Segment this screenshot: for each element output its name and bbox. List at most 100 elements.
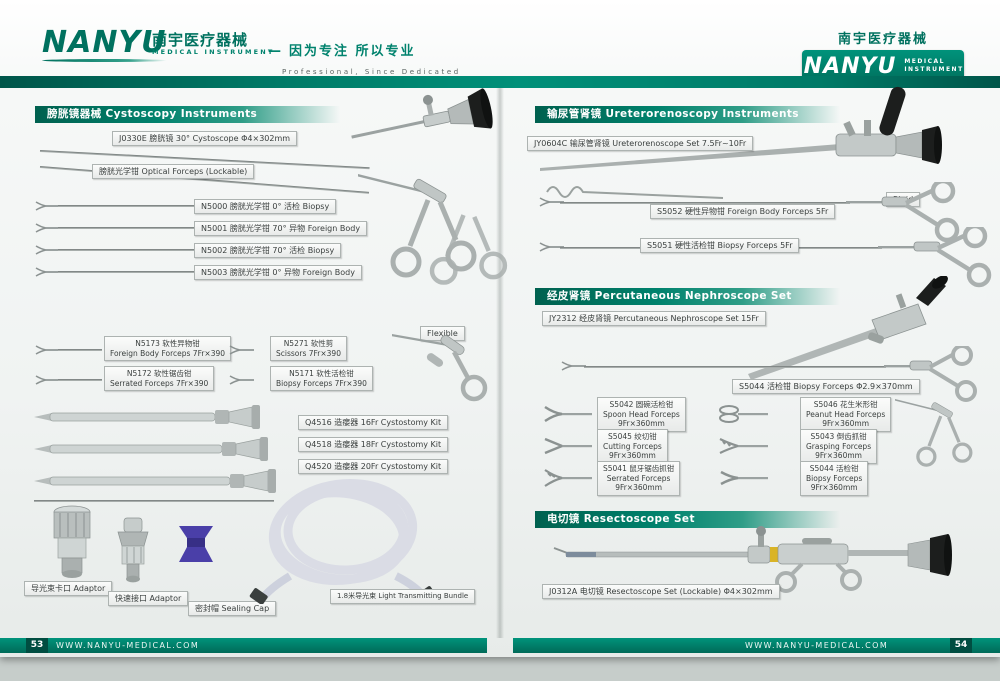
label-jy0604c: JY0604C 输尿管肾镜 Ureterorenoscope Set 7.5Fr… — [527, 136, 754, 151]
brand-name: NANYU — [42, 25, 167, 60]
label-n5171-en: Biopsy Forceps 7Fr×390 — [276, 378, 367, 388]
label-s5051: S5051 硬性活检钳 Biopsy Forceps 5Fr — [640, 238, 800, 253]
label-n5172: N5172 软性锯齿钳 Serrated Forceps 7Fr×390 — [104, 366, 215, 391]
label-light-bundle: 1.8米导光束 Light Transmitting Bundle — [330, 589, 476, 604]
label-jy2312: JY2312 经皮肾镜 Percutaneous Nephroscope Set… — [542, 311, 766, 326]
label-s5046: S5046 花生米形钳 Peanut Head Forceps 9Fr×360m… — [800, 397, 892, 432]
brand-cn-text: 南宇医疗器械 — [152, 31, 249, 49]
label-s5043-cn: S5043 倒齿抓钳 — [810, 432, 867, 441]
right-logo-sub: MEDICAL INSTRUMENT — [904, 58, 964, 73]
label-n5271: N5271 软性剪 Scissors 7Fr×390 — [270, 336, 347, 361]
label-n5173-cn: N5173 软性异物钳 — [135, 339, 200, 348]
instrument-shaft — [58, 379, 102, 381]
right-logo: 南宇医疗器械 NANYU MEDICAL INSTRUMENT — [802, 28, 964, 82]
label-optical-forceps: 膀胱光学钳 Optical Forceps (Lockable) — [92, 164, 255, 179]
footer-right: WWW.NANYU-MEDICAL.COM 54 — [513, 638, 1000, 653]
label-n5000: N5000 膀胱光学钳 0° 活检 Biopsy — [194, 199, 337, 214]
label-q4520: Q4520 造瘘器 20Fr Cystostomy Kit — [298, 459, 449, 474]
resectoscope-illustration — [552, 522, 972, 594]
instrument-shaft — [58, 227, 194, 229]
flexible-tip-icon — [34, 344, 60, 356]
sealing-cap-illustration — [174, 524, 218, 564]
cystostomy-kit-illustration-18fr — [34, 436, 292, 464]
spoon-head-jaw-icon — [540, 403, 592, 425]
instrument-shaft — [58, 205, 194, 207]
right-logo-cn: 南宇医疗器械 — [837, 32, 928, 47]
serrated-jaw-icon — [540, 467, 592, 489]
label-s5041-size: 9Fr×360mm — [615, 483, 663, 492]
label-n5001: N5001 膀胱光学钳 70° 异物 Foreign Body — [194, 221, 368, 236]
cystoscope-illustration — [345, 77, 504, 167]
ureteroscope-illustration — [540, 84, 960, 202]
label-light-cable-adaptor: 导光束卡口 Adaptor — [24, 581, 113, 596]
label-s5046-cn: S5046 花生米形钳 — [813, 400, 878, 409]
forceps-tip-icon — [538, 196, 564, 208]
label-s5041-cn: S5041 鼠牙锯齿抓钳 — [603, 464, 675, 473]
website-left: WWW.NANYU-MEDICAL.COM — [56, 641, 200, 650]
label-s5043-size: 9Fr×360mm — [815, 451, 862, 460]
label-s5045-en: Cutting Forceps — [603, 441, 662, 451]
cystostomy-kit-illustration-20fr — [34, 468, 300, 496]
label-s5042-size: 9Fr×360mm — [617, 419, 665, 428]
label-s5045-size: 9Fr×360mm — [608, 451, 656, 460]
label-n5172-cn: N5172 软性锯齿钳 — [126, 369, 192, 378]
brand-subtitle: MEDICAL INSTRUMENT — [152, 48, 275, 56]
label-s5043: S5043 倒齿抓钳 Grasping Forceps 9Fr×360mm — [800, 429, 878, 464]
biopsy-forceps-handle-illustration — [884, 346, 984, 404]
flexible-forceps-handle-illustration — [392, 316, 507, 404]
flexible-tip-icon — [228, 374, 254, 386]
label-s5044-size: 9Fr×360mm — [810, 483, 858, 492]
light-cable-adaptor-illustration — [46, 504, 98, 580]
optical-forceps-handle-illustration-2 — [401, 186, 518, 299]
instrument-shaft — [560, 202, 850, 204]
label-s5043-en: Grasping Forceps — [806, 441, 872, 451]
quick-connect-adaptor-illustration — [110, 516, 156, 584]
label-quick-connect-adaptor: 快速接口 Adaptor — [108, 591, 189, 606]
section-header-nephroscope: 经皮肾镜 Percutaneous Nephroscope Set — [535, 288, 840, 305]
label-s5044-grid: S5044 活检钳 Biopsy Forceps 9Fr×360mm — [800, 461, 869, 496]
instrument-shaft — [58, 271, 194, 273]
cutting-jaw-icon — [540, 435, 592, 457]
forceps-tip-icon — [34, 222, 60, 234]
forceps-tip-icon — [34, 266, 60, 278]
label-n5271-cn: N5271 软性剪 — [283, 339, 334, 348]
label-s5042-en: Spoon Head Forceps — [603, 409, 680, 419]
label-s5046-en: Peanut Head Forceps — [806, 409, 886, 419]
page-number-right: 54 — [950, 638, 972, 653]
instrument-shaft — [58, 349, 102, 351]
flexible-tip-icon — [228, 344, 254, 356]
brand-logo: NANYU — [42, 28, 167, 62]
guidewire-illustration — [545, 182, 725, 208]
label-q4518: Q4518 造瘘器 18Fr Cystostomy Kit — [298, 437, 449, 452]
label-s5044-en: Biopsy Forceps — [806, 473, 863, 483]
forceps-tip-icon — [560, 360, 586, 372]
label-n5171: N5171 软性活检钳 Biopsy Forceps 7Fr×390 — [270, 366, 373, 391]
label-s5046-size: 9Fr×360mm — [822, 419, 870, 428]
label-n5172-en: Serrated Forceps 7Fr×390 — [110, 378, 209, 388]
tagline-dash: — — [268, 44, 283, 59]
light-bundle-illustration — [248, 472, 438, 604]
grid-forceps-handle-illustration — [895, 386, 980, 486]
brand-cn: 南宇医疗器械 MEDICAL INSTRUMENT — [152, 32, 275, 56]
flexible-tip-icon — [34, 374, 60, 386]
rigid-forceps-handle-illustration — [846, 182, 966, 244]
footer-left: 53 WWW.NANYU-MEDICAL.COM — [0, 638, 487, 653]
page-number-left: 53 — [26, 638, 48, 653]
grasping-jaw-icon — [716, 435, 768, 457]
label-n5002: N5002 膀胱光学钳 70° 活检 Biopsy — [194, 243, 342, 258]
section-header-cystoscopy: 膀胱镜器械 Cystoscopy Instruments — [35, 106, 340, 123]
biopsy-jaw-icon — [716, 467, 768, 489]
label-n5173-en: Foreign Body Forceps 7Fr×390 — [110, 348, 226, 358]
obturator-shaft — [34, 500, 274, 502]
label-s5044-cn: S5044 活检钳 — [809, 464, 859, 473]
cystostomy-kit-illustration-16fr — [34, 404, 284, 432]
rigid-forceps-handle-illustration — [878, 227, 998, 289]
instrument-shaft — [584, 366, 886, 368]
instrument-shaft — [58, 249, 194, 251]
tagline-cn-text: 因为专注 所以专业 — [289, 44, 416, 59]
section-header-ureterorenoscopy: 输尿管肾镜 Ureterorenoscopy Instruments — [535, 106, 840, 123]
website-right: WWW.NANYU-MEDICAL.COM — [745, 641, 889, 650]
label-n5171-cn: N5171 软性活检钳 — [289, 369, 354, 378]
label-s5042: S5042 圆碗活检钳 Spoon Head Forceps 9Fr×360mm — [597, 397, 686, 432]
